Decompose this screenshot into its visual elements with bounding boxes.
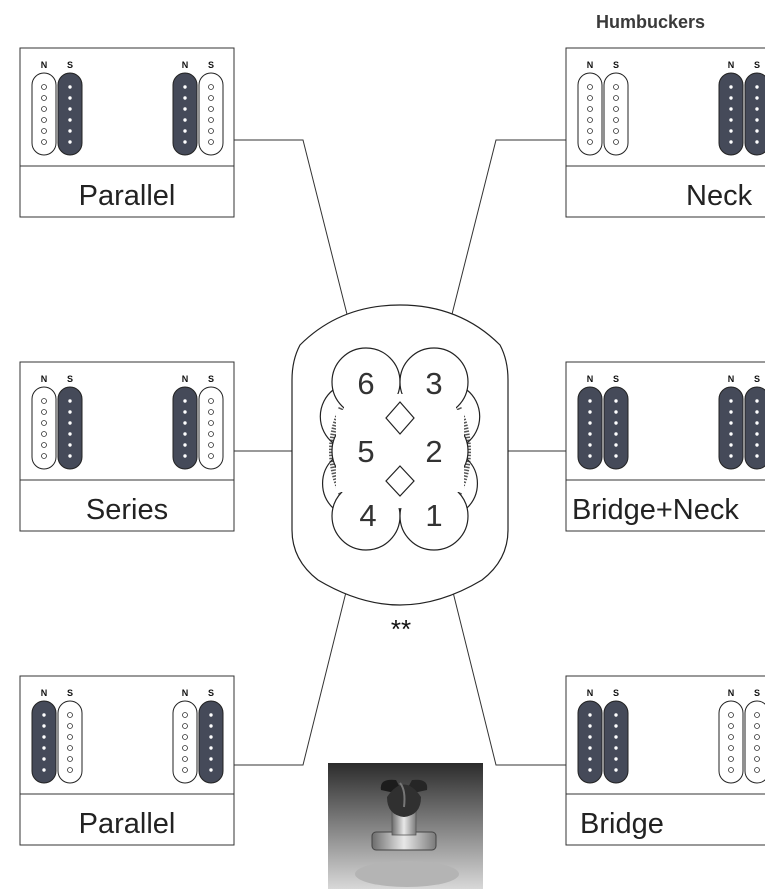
switch-diamond-bottom (385, 465, 415, 497)
panel-label-mid-right: Bridge+Neck (572, 494, 739, 526)
active-coil-icon (57, 72, 83, 156)
inactive-coil-icon (31, 72, 57, 156)
position-label-4: 4 (359, 498, 376, 533)
active-coil-icon (577, 386, 603, 470)
panel-top-left: N S N S Parallel (19, 47, 235, 218)
active-coil-icon (718, 72, 744, 156)
connector-bot-left (233, 567, 353, 766)
inactive-coil-icon (57, 700, 83, 784)
active-coil-icon (577, 700, 603, 784)
active-coil-icon (31, 700, 57, 784)
south-pole-label: S (208, 374, 214, 384)
north-pole-label: N (587, 374, 594, 384)
panel-label-top-left: Parallel (79, 180, 176, 212)
south-pole-label: S (208, 688, 214, 698)
panel-mid-left: N S N S Series (19, 361, 235, 532)
active-coil-icon (744, 72, 765, 156)
rotary-switch-knob-icon (380, 779, 428, 817)
south-pole-label: S (67, 374, 73, 384)
position-label-6: 6 (357, 366, 374, 401)
active-coil-icon (172, 72, 198, 156)
inactive-coil-icon (198, 72, 224, 156)
north-pole-label: N (182, 688, 189, 698)
south-pole-label: S (208, 60, 214, 70)
south-pole-label: S (67, 688, 73, 698)
north-pole-label: N (41, 688, 48, 698)
active-coil-icon (57, 386, 83, 470)
south-pole-label: S (754, 60, 760, 70)
switch-photo (328, 763, 483, 889)
panel-label-bot-left: Parallel (79, 808, 176, 840)
south-pole-label: S (754, 688, 760, 698)
active-coil-icon (198, 700, 224, 784)
inactive-coil-icon (577, 72, 603, 156)
position-label-1: 1 (425, 498, 442, 533)
north-pole-label: N (41, 60, 48, 70)
position-label-2: 2 (425, 434, 442, 469)
active-coil-icon (172, 386, 198, 470)
inactive-coil-icon (172, 700, 198, 784)
panel-label-mid-left: Series (86, 494, 168, 526)
panel-bot-right: N S N S Bridge (565, 675, 765, 846)
north-pole-label: N (728, 60, 735, 70)
south-pole-label: S (613, 688, 619, 698)
position-label-5: 5 (357, 434, 374, 469)
panel-mid-right: N S N S Bridge+Neck (565, 361, 765, 532)
footnote-stars: ** (391, 614, 411, 644)
north-pole-label: N (587, 60, 594, 70)
panel-label-bot-right: Bridge (580, 808, 664, 840)
rotary-switch: 6 3 5 2 4 1 (291, 304, 509, 606)
switch-diamond-top (385, 401, 415, 435)
connector-lines (233, 139, 566, 766)
diagram-heading: Humbuckers (596, 12, 705, 32)
panel-bot-left: N S N S Parallel (19, 675, 235, 846)
inactive-coil-icon (198, 386, 224, 470)
position-label-3: 3 (425, 366, 442, 401)
active-coil-icon (603, 700, 629, 784)
connector-top-left (233, 139, 353, 335)
active-coil-icon (603, 386, 629, 470)
inactive-coil-icon (718, 700, 744, 784)
north-pole-label: N (182, 374, 189, 384)
active-coil-icon (718, 386, 744, 470)
south-pole-label: S (67, 60, 73, 70)
north-pole-label: N (41, 374, 48, 384)
south-pole-label: S (754, 374, 760, 384)
inactive-coil-icon (31, 386, 57, 470)
north-pole-label: N (728, 374, 735, 384)
north-pole-label: N (728, 688, 735, 698)
south-pole-label: S (613, 374, 619, 384)
active-coil-icon (744, 386, 765, 470)
inactive-coil-icon (603, 72, 629, 156)
connector-top-right (446, 139, 566, 335)
panel-label-top-right: Neck (686, 180, 753, 212)
north-pole-label: N (587, 688, 594, 698)
connector-bot-right (446, 567, 566, 766)
south-pole-label: S (613, 60, 619, 70)
panel-top-right: N S N S Neck (565, 47, 765, 218)
inactive-coil-icon (744, 700, 765, 784)
north-pole-label: N (182, 60, 189, 70)
